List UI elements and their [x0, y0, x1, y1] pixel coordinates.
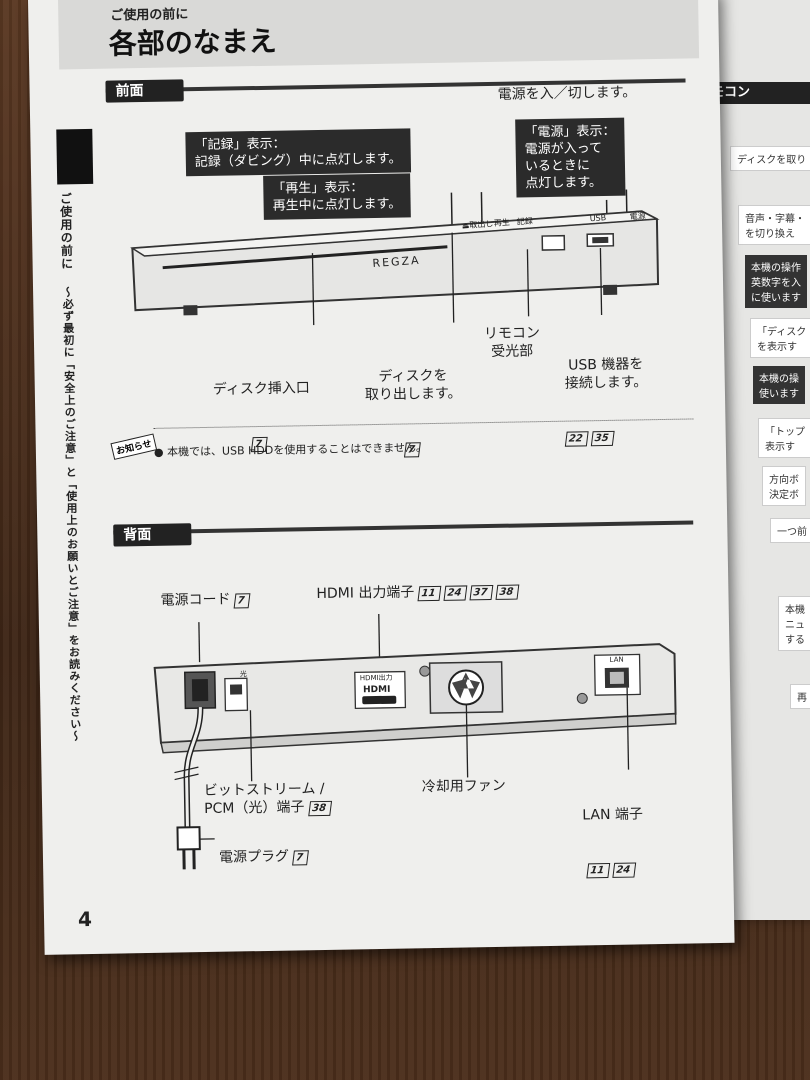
rear-section-line [113, 520, 694, 535]
right-item: ディスクを取り [730, 146, 810, 171]
right-item: 「ディスク を表示す [750, 318, 810, 358]
hdmi-small-label: HDMI出力 [360, 673, 393, 683]
right-item: 本機の操作 英数字を入 に使います [745, 255, 807, 308]
front-power-label: 電源 [629, 211, 646, 221]
power-cord-label: 電源コード 7 [160, 590, 254, 610]
right-item: 一つ前 [770, 518, 810, 543]
right-item: 再 [790, 684, 810, 709]
chapter-subtitle: 〜必ず最初に「安全上のご注意」と「使用上のお願いとご注意」をお読みください〜 [61, 286, 82, 743]
front-play-label: 再生 [493, 217, 510, 228]
ref-badge: 7 [292, 850, 310, 866]
bitstream-label: ビットストリーム / PCM（光）端子 38 [204, 780, 335, 818]
right-item: 音声・字幕・ を切り換え [738, 205, 810, 245]
manual-page: ご使用の前に 各部のなまえ ご使用の前に 〜必ず最初に「安全上のご注意」と「使用… [28, 0, 735, 955]
right-item: 本機の操 使います [753, 366, 805, 404]
optical-port-label: 光 [240, 669, 247, 678]
ref-badge: 35 [590, 430, 615, 447]
right-item: 本機 ニュ する [778, 596, 810, 651]
front-device-illustration: ⏏取出し 再生 記録 USB 電源 REGZA [130, 188, 660, 329]
disc-slot-label: ディスク挿入口 7 [212, 343, 312, 489]
lan-port-label: LAN [610, 656, 624, 664]
bitstream-text: ビットストリーム / PCM（光）端子 [203, 780, 325, 818]
ref-badge: 38 [495, 584, 520, 600]
hdmi-text: HDMI 出力端子 [316, 584, 415, 603]
ref-badge: 7 [234, 593, 251, 609]
front-section-bar: 前面 [105, 79, 184, 103]
rear-section-bar: 背面 [113, 523, 192, 547]
remote-sensor-label: リモコン 受光部 [483, 325, 541, 360]
plug-label: 電源プラグ 7 [219, 847, 313, 867]
page-title: 各部のなまえ [108, 24, 278, 61]
front-eject-label: ⏏取出し [461, 218, 493, 230]
brand-logo: REGZA [372, 254, 421, 270]
page-number: 4 [77, 907, 93, 932]
power-toggle-note: 電源を入／切します。 [497, 84, 637, 103]
power-cord-text: 電源コード [160, 591, 231, 609]
chapter-sidebar: ご使用の前に 〜必ず最初に「安全上のご注意」と「使用上のお願いとご注意」をお読み… [56, 128, 110, 930]
ref-badge: 24 [443, 585, 468, 601]
disc-slot-text: ディスク挿入口 [212, 380, 310, 398]
notice-badge: お知らせ [110, 433, 157, 460]
ref-badge: 37 [469, 584, 494, 601]
ref-badge: 11 [417, 585, 442, 602]
eject-text: ディスクを 取り出します。 [364, 367, 462, 404]
record-callout: 「記録」表示： 記録（ダビング）中に点灯します。 [185, 128, 411, 177]
right-item: 方向ボ 決定ボ [762, 466, 806, 506]
front-usb-label: USB [589, 213, 606, 223]
right-item: 「トップ 表示す [758, 418, 810, 458]
front-record-label: 記録 [516, 215, 533, 226]
plug-text: 電源プラグ [218, 848, 290, 866]
ref-badge: 24 [612, 862, 637, 878]
chapter-title: ご使用の前に [58, 192, 74, 271]
ref-badge: 11 [586, 862, 611, 879]
rear-device-illustration: 光 HDMI出力 HDMI LAN [153, 613, 677, 870]
usb-text: USB 機器を 接続します。 [564, 356, 648, 392]
lan-text: LAN 端子 [582, 806, 644, 824]
eject-label: ディスクを 取り出します。 7 [364, 331, 463, 495]
ref-badge: 22 [564, 431, 589, 447]
ref-badge: 38 [307, 800, 332, 817]
power-callout: 「電源」表示： 電源が入って いるときに 点灯します。 [515, 117, 626, 198]
hdmi-logo: HDMI [363, 685, 390, 695]
chapter-tab [56, 128, 94, 185]
fan-label: 冷却用ファン [421, 777, 506, 796]
